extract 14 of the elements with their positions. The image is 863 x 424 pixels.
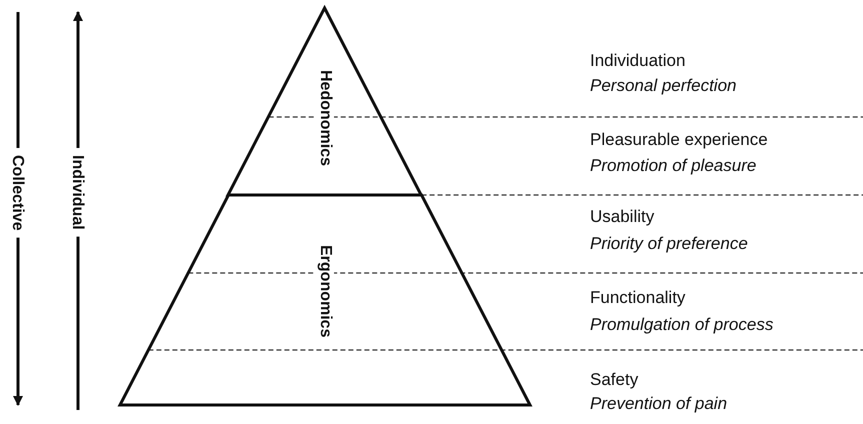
direction-label: Individual — [68, 155, 86, 230]
level-title: Pleasurable experience — [590, 130, 768, 150]
level-description: Promulgation of process — [590, 315, 774, 335]
level-title: Individuation — [590, 51, 686, 71]
level-description: Promotion of pleasure — [590, 156, 756, 176]
tier-label: Hedonomics — [316, 70, 334, 166]
level-title: Functionality — [590, 288, 686, 308]
level-title: Safety — [590, 370, 638, 390]
tier-label: Ergonomics — [316, 245, 334, 338]
level-title: Usability — [590, 207, 654, 227]
direction-label: Collective — [8, 155, 26, 231]
level-description: Personal perfection — [590, 76, 736, 96]
level-description: Prevention of pain — [590, 394, 728, 414]
level-description: Priority of preference — [590, 234, 748, 254]
